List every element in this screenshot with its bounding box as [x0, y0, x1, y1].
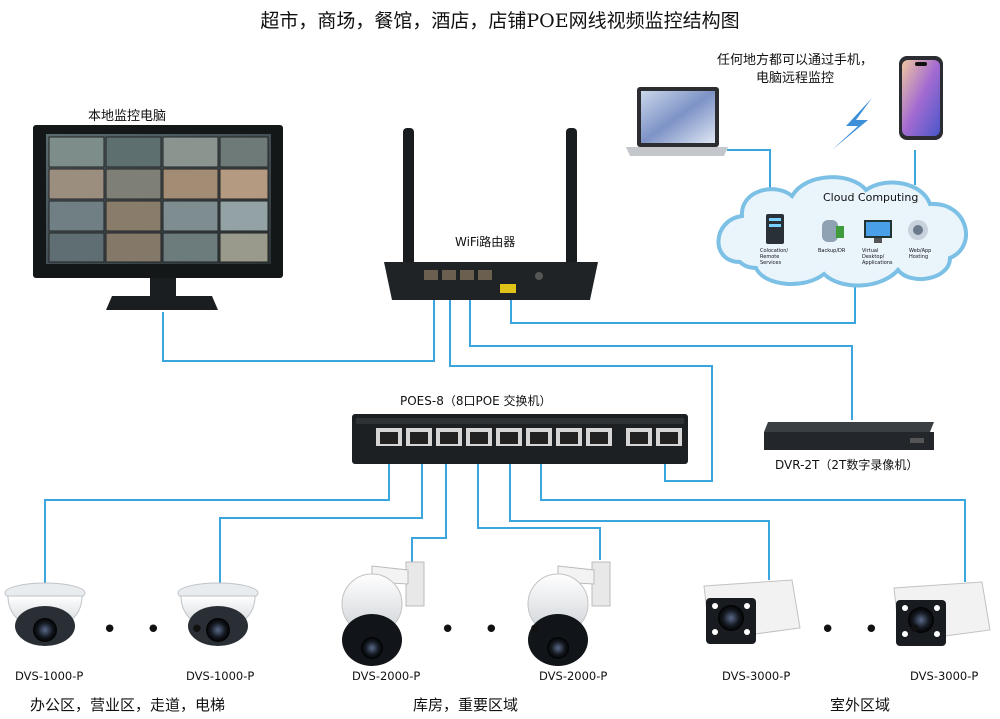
- cable-router-dvr: [469, 286, 853, 420]
- dvr-label: DVR-2T（2T数字录像机）: [775, 458, 919, 472]
- local-pc-label: 本地监控电脑: [88, 109, 167, 124]
- camera-bullet-1: [703, 579, 801, 644]
- cable-laptop-cloud: [727, 149, 771, 200]
- cloud-service-3: Virtual Desktop/ Applications: [862, 248, 893, 266]
- wireless-signal-icon: [832, 98, 872, 150]
- cable-router-cloud: [510, 287, 856, 324]
- switch-label: POES-8（8口POE 交换机）: [400, 394, 552, 408]
- ellipsis-dome: • • •: [102, 615, 215, 645]
- ellipsis-bullet: • • •: [820, 615, 933, 645]
- camera-model-label: DVS-3000-P: [910, 669, 979, 683]
- camera-model-label: DVS-1000-P: [186, 669, 255, 683]
- cable-switch-cam2: [219, 450, 423, 585]
- camera-bullet-2: [893, 581, 991, 646]
- wifi-router: [384, 128, 598, 300]
- zone-label-storage: 库房，重要区域: [413, 696, 519, 714]
- diagram-title: 超市，商场，餐馆，酒店，店铺POE网线视频监控结构图: [260, 10, 740, 32]
- cable-switch-cam4: [477, 450, 601, 560]
- smartphone: [899, 56, 943, 140]
- camera-ptz-1: [341, 561, 425, 666]
- cable-pc-router: [162, 286, 435, 362]
- camera-model-label: DVS-1000-P: [15, 669, 84, 683]
- cable-switch-cam3: [411, 450, 447, 570]
- cable-switch-cam1: [44, 450, 390, 585]
- camera-model-label: DVS-2000-P: [539, 669, 608, 683]
- cable-switch-cam6: [540, 450, 966, 582]
- ellipsis-ptz: • • •: [440, 615, 553, 645]
- camera-dome-1: [4, 582, 86, 646]
- cctv-feed-grid: [48, 136, 269, 263]
- cloud-title: Cloud Computing: [823, 191, 919, 204]
- cable-switch-cam5: [509, 450, 770, 580]
- router-ports: [424, 270, 543, 293]
- switch-ports: [376, 428, 682, 446]
- cloud-service-icons: [766, 214, 928, 244]
- poe-switch: [352, 414, 688, 464]
- cloud-service-4: Web/App Hosting: [909, 248, 932, 260]
- remote-access-line1: 任何地方都可以通过手机，: [716, 53, 873, 68]
- zone-label-outdoor: 室外区域: [830, 696, 891, 714]
- local-pc-monitor: [33, 125, 283, 310]
- camera-model-label: DVS-2000-P: [352, 669, 421, 683]
- cable-router-switch: [449, 286, 713, 482]
- cloud-computing: [716, 175, 968, 288]
- cloud-service-2: Backup/DR: [818, 248, 846, 254]
- camera-model-label: DVS-3000-P: [722, 669, 791, 683]
- router-label: WiFi路由器: [455, 235, 516, 249]
- zone-label-indoor: 办公区，营业区，走道，电梯: [30, 696, 226, 714]
- camera-ptz-2: [527, 561, 611, 666]
- laptop: [626, 87, 728, 156]
- cables: [44, 149, 966, 585]
- remote-access-note: 任何地方都可以通过手机， 电脑远程监控: [700, 52, 890, 88]
- cloud-service-1: Colocation/ Remote Services: [760, 248, 789, 266]
- remote-access-line2: 电脑远程监控: [755, 71, 834, 86]
- camera-dome-2: [177, 582, 259, 646]
- dvr-recorder: [764, 422, 934, 450]
